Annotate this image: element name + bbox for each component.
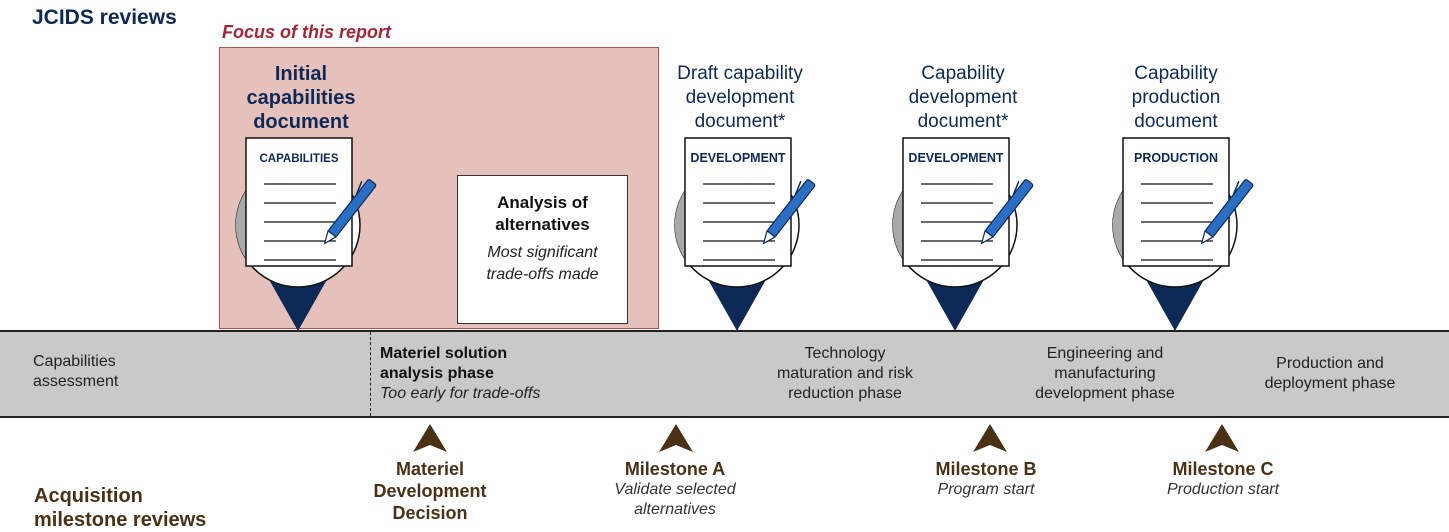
phase-technology-maturation: Technology maturation and risk reduction…: [745, 344, 945, 404]
phase-line: manufacturing: [1054, 365, 1156, 382]
document-title-line: document: [1134, 111, 1218, 132]
milestone-title-line: Development: [373, 481, 487, 501]
pen-tip: [980, 229, 995, 245]
milestone-title-line: Milestone A: [624, 459, 726, 479]
milestone-b: Milestone B Program start: [906, 458, 1066, 500]
document-title-line: Capability: [921, 63, 1005, 84]
phase-line: assessment: [33, 373, 119, 390]
paper-sheet: [1122, 137, 1230, 267]
aoa-subtitle-line: trade-offs made: [486, 266, 599, 283]
pen-clip: [1012, 180, 1020, 195]
document-pin-icon: DEVELOPMENT: [892, 137, 1034, 331]
document-title-line: development: [908, 87, 1018, 108]
aoa-subtitle: Most significant trade-offs made: [458, 242, 627, 286]
jcids-reviews-title: JCIDS reviews: [32, 6, 177, 29]
phase-line: Technology: [804, 345, 886, 362]
phase-band: [0, 330, 1449, 418]
milestone-title-line: Milestone B: [935, 459, 1037, 479]
pen-clip: [794, 180, 802, 195]
milestone-title-line: Decision: [392, 503, 468, 523]
pen-clip: [355, 180, 363, 195]
milestone-sub-line: Validate selected: [614, 481, 736, 498]
document-title-line: development: [685, 87, 795, 108]
phase-line: reduction phase: [788, 385, 902, 402]
phase-materiel-solution-analysis: Materiel solution analysis phase Too ear…: [380, 344, 540, 404]
pin-shade: [1112, 188, 1125, 262]
pen-icon: [323, 179, 377, 245]
acquisition-title-line: Acquisition: [34, 485, 143, 507]
milestone-sub-line: alternatives: [634, 501, 716, 518]
document-tag-label: PRODUCTION: [1134, 151, 1218, 165]
phase-line: analysis phase: [380, 365, 494, 382]
acquisition-milestone-reviews-title: Acquisition milestone reviews: [34, 484, 206, 532]
phase-line: Production and: [1276, 355, 1384, 372]
document-pin-icon: DEVELOPMENT: [674, 137, 816, 331]
milestone-sub-line: Program start: [937, 481, 1035, 498]
pin-shade: [892, 188, 905, 262]
phase-engineering-manufacturing: Engineering and manufacturing developmen…: [1010, 344, 1200, 404]
milestone-arrow-icon: [413, 424, 447, 452]
milestone-title-line: Materiel: [395, 459, 465, 479]
phase-line: Capabilities: [33, 353, 116, 370]
milestone-arrow-icon: [659, 424, 693, 452]
document-title-line: Initial: [274, 63, 328, 85]
document-title-line: Capability: [1134, 63, 1218, 84]
document-title-line: capabilities: [246, 87, 356, 109]
analysis-of-alternatives-box: Analysis of alternatives Most significan…: [457, 175, 628, 324]
document-title-line: Draft capability: [677, 63, 803, 84]
pen-tip: [1200, 229, 1215, 245]
document-title-line: production: [1131, 87, 1221, 108]
pen-clip: [1232, 180, 1240, 195]
aoa-subtitle-line: Most significant: [487, 244, 598, 261]
document-tag-label: DEVELOPMENT: [690, 151, 786, 165]
milestone-a: Milestone A Validate selected alternativ…: [590, 458, 760, 520]
document-pin-icon: PRODUCTION: [1112, 137, 1254, 331]
pin-shade: [674, 188, 687, 262]
pen-tip: [323, 229, 338, 245]
pin-shade: [235, 188, 248, 262]
milestone-c: Milestone C Production start: [1143, 458, 1303, 500]
phase-line: Engineering and: [1046, 345, 1164, 362]
pen-icon: [762, 179, 816, 245]
document-pin-icon: CAPABILITIES: [235, 137, 377, 331]
document-tag-label: DEVELOPMENT: [908, 151, 1004, 165]
phase-line: deployment phase: [1264, 375, 1396, 392]
paper-sheet: [902, 137, 1010, 267]
document-title-line: document: [253, 111, 349, 133]
document-title-draft-cdd: Draft capability development document*: [655, 62, 825, 134]
phase-line: maturation and risk: [776, 365, 914, 382]
pen-tip: [762, 229, 777, 245]
pen-icon: [1200, 179, 1254, 245]
aoa-title-line: Analysis of: [497, 193, 588, 212]
phase-divider: [370, 332, 371, 416]
document-title-cpd: Capability production document: [1096, 62, 1256, 134]
milestone-title-line: Milestone C: [1172, 459, 1274, 479]
document-title-icd: Initial capabilities document: [219, 62, 383, 134]
document-title-cdd: Capability development document*: [878, 62, 1048, 134]
milestone-sub-line: Production start: [1166, 481, 1280, 498]
phase-line: development phase: [1035, 385, 1175, 402]
aoa-title-line: alternatives: [495, 215, 590, 234]
pen-icon: [980, 179, 1034, 245]
document-tag-label: CAPABILITIES: [259, 153, 338, 165]
phase-line: Materiel solution: [380, 345, 508, 362]
aoa-title: Analysis of alternatives: [458, 192, 627, 236]
document-title-line: document*: [917, 111, 1009, 132]
paper-sheet: [684, 137, 792, 267]
milestone-mdd: Materiel Development Decision: [350, 458, 510, 524]
milestone-arrow-icon: [973, 424, 1007, 452]
phase-production-deployment: Production and deployment phase: [1250, 354, 1410, 394]
milestone-arrow-icon: [1205, 424, 1239, 452]
phase-note: Too early for trade-offs: [380, 385, 541, 402]
focus-label: Focus of this report: [222, 22, 392, 42]
document-title-line: document*: [694, 111, 786, 132]
acquisition-title-line: milestone reviews: [34, 509, 207, 531]
phase-capabilities-assessment: Capabilities assessment: [33, 352, 118, 392]
